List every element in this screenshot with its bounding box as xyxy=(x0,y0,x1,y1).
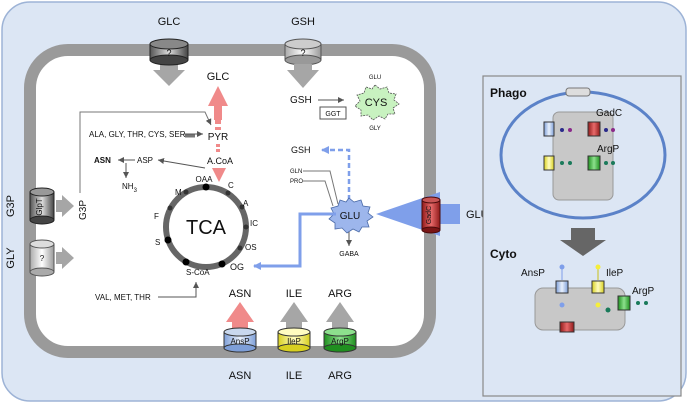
oaa-to-asp-arrow xyxy=(157,158,206,169)
glc-uptake: GLC ? xyxy=(149,16,189,86)
svg-text:?: ? xyxy=(166,48,171,58)
cyto-bacterium xyxy=(534,287,626,331)
glu-burst xyxy=(328,197,374,234)
og-label: OG xyxy=(230,262,244,272)
ansp-transporter-icon: AnsP xyxy=(223,327,257,353)
ile-top-label: ILE xyxy=(286,288,303,300)
nh3-label: NH3 xyxy=(122,182,138,194)
gln-label: GLN xyxy=(290,169,302,175)
pro-to-glu-path xyxy=(303,180,334,207)
ile-bottom-label: ILE xyxy=(286,370,303,382)
glc-uptake-arrow xyxy=(153,64,185,86)
g3p-uptake-arrow xyxy=(56,195,74,217)
g3p-transporter: G3P GlpT xyxy=(5,187,74,225)
acoa-label: A.CoA xyxy=(207,156,233,166)
isocitrate-label: IC xyxy=(250,219,258,228)
cyto-ilep-transporter-icon xyxy=(591,280,605,294)
cyto-ansp-label: AnsP xyxy=(521,268,545,279)
cys-burst xyxy=(354,84,400,121)
phago-bacterium xyxy=(552,111,614,201)
gly-uptake-arrow xyxy=(56,247,74,269)
asp-label: ASP xyxy=(137,156,153,165)
gsh-uptake-arrow xyxy=(287,64,319,88)
phago-gadc-transporter-icon xyxy=(587,121,601,137)
cyto-ansp-transporter-icon xyxy=(555,280,569,294)
argp-transporter-icon: ArgP xyxy=(323,327,357,353)
phago-blue-transporter-icon xyxy=(543,121,555,137)
phago-yellow-transporter-icon xyxy=(543,155,555,171)
ggt-box xyxy=(319,106,347,120)
oaa-label: OAA xyxy=(196,175,214,184)
val-to-scoa-arrow xyxy=(158,282,199,298)
glc-external-label: GLC xyxy=(158,16,181,28)
arg-top-label: ARG xyxy=(328,288,352,300)
ggt-label: GGT xyxy=(325,111,341,118)
gsh-synthesis-label: GSH xyxy=(291,145,311,155)
pyr-amino-acids-label: ALA, GLY, THR, CYS, SER xyxy=(89,130,186,139)
fumarate-label: F xyxy=(154,212,159,221)
gly-small-label: GLY xyxy=(369,126,381,132)
asn-bottom-label: ASN xyxy=(229,370,252,382)
cyto-argp-transporter-icon xyxy=(617,295,631,311)
gly-transporter: GLY ? xyxy=(5,239,74,277)
glu-to-gsh-dashed-arrow xyxy=(321,146,351,200)
citrate-label: C xyxy=(228,181,234,190)
gadc-transporter-icon: GadC xyxy=(421,196,441,234)
tca-label: TCA xyxy=(186,217,227,239)
aconitate-label: A xyxy=(243,199,249,208)
asn-top-label: ASN xyxy=(229,288,252,300)
g3p-to-pyr-path xyxy=(79,111,212,193)
oxalosuccinate-label: OS xyxy=(245,243,257,252)
g3p-external-label: G3P xyxy=(5,195,17,217)
ilep-transporter-icon: IleP xyxy=(277,327,311,353)
svg-text:?: ? xyxy=(40,254,45,263)
gln-to-glu-path xyxy=(303,170,339,205)
glu-to-og-arrow xyxy=(253,212,336,270)
gaba-label: GABA xyxy=(339,251,359,258)
phago-gadc-label: GadC xyxy=(596,108,622,119)
glu-label: GLU xyxy=(340,211,361,222)
glpt-label: GlpT xyxy=(35,198,44,215)
phago-argp-transporter-icon xyxy=(587,155,601,171)
glc-label: GLC xyxy=(207,71,230,83)
gsh-external-label: GSH xyxy=(291,16,315,28)
cys-label: CYS xyxy=(365,97,388,109)
tca-cycle: TCA xyxy=(163,183,249,270)
g3p-internal-label: G3P xyxy=(78,200,89,220)
svg-text:IleP: IleP xyxy=(287,337,301,346)
gsh-transporter-icon: ? xyxy=(284,38,322,66)
phago-to-cyto-arrow xyxy=(560,228,606,256)
gsh-uptake: GSH ? xyxy=(284,16,322,88)
gsh-internal-label: GSH xyxy=(290,95,312,106)
gly-external-label: GLY xyxy=(5,247,17,269)
cyto-ilep-label: IleP xyxy=(606,268,624,279)
svg-text:AnsP: AnsP xyxy=(230,337,249,346)
phago-argp-label: ArgP xyxy=(597,144,620,155)
cyto-title: Cyto xyxy=(490,247,517,261)
svg-text:?: ? xyxy=(300,48,305,58)
pyr-label: PYR xyxy=(208,132,229,143)
glc-to-pyr-red-arrow xyxy=(208,86,228,120)
succinate-label: S xyxy=(155,238,160,247)
acoa-to-citrate-red-arrow xyxy=(212,168,226,182)
glc-transporter-icon: ? xyxy=(149,38,189,66)
arg-bottom-label: ARG xyxy=(328,370,352,382)
svg-text:ArgP: ArgP xyxy=(331,337,349,346)
glu-small-label: GLU xyxy=(369,75,381,81)
scoa-label: S-CoA xyxy=(186,268,210,277)
phago-title: Phago xyxy=(490,86,527,100)
svg-text:GadC: GadC xyxy=(426,206,433,224)
pro-label: PRO xyxy=(290,179,303,185)
malate-label: M xyxy=(175,188,182,197)
cyto-argp-label: ArgP xyxy=(632,286,655,297)
val-met-thr-label: VAL, MET, THR xyxy=(95,293,151,302)
cyto-red-transporter-icon xyxy=(559,321,575,333)
asn-internal-label: ASN xyxy=(94,156,111,165)
